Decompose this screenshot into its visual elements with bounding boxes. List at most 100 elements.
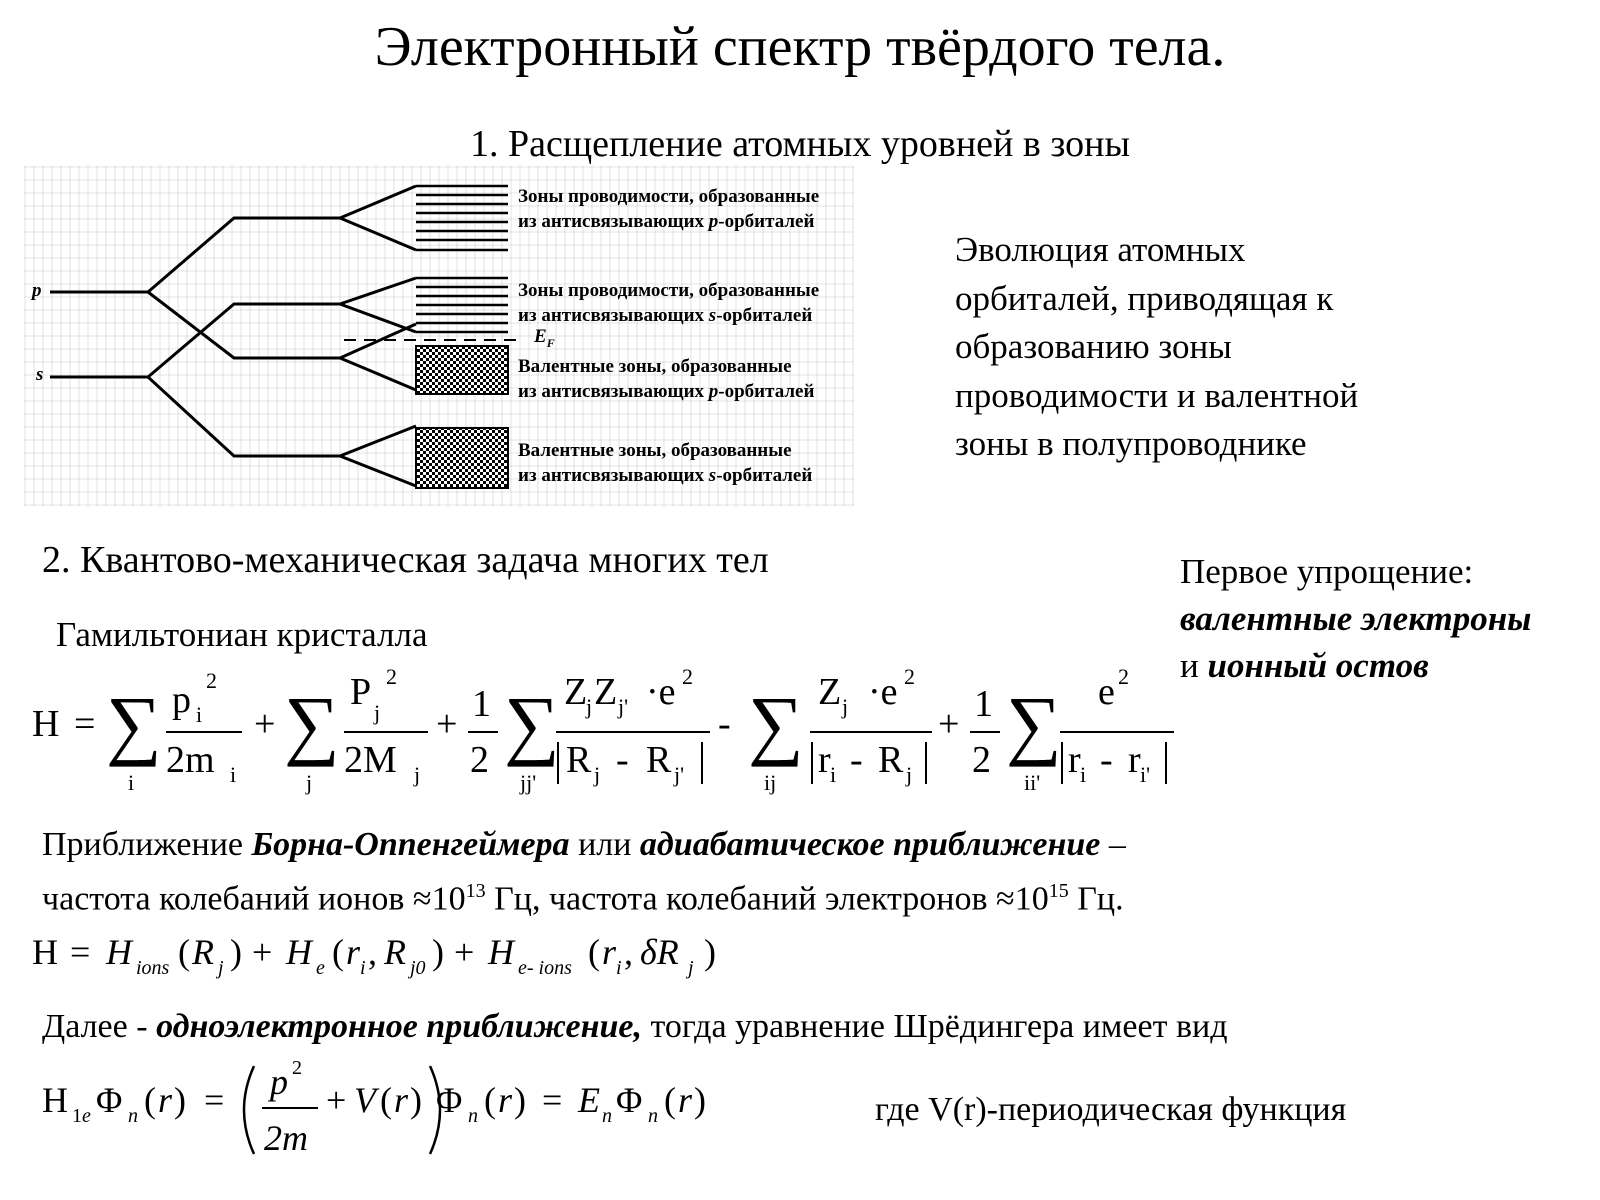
svg-text:=: = (542, 1080, 562, 1120)
svg-text:i: i (616, 957, 622, 979)
frequency-text: частота колебаний ионов ≈1013 Гц, частот… (42, 880, 1124, 918)
svg-text:n: n (468, 1105, 478, 1127)
evolution-text: Эволюция атомных орбиталей, приводящая к… (955, 230, 1359, 463)
svg-text:2: 2 (292, 1057, 302, 1079)
svg-text:=: = (74, 703, 95, 745)
svg-text:r: r (394, 1080, 409, 1120)
svg-text:1: 1 (72, 1105, 82, 1127)
svg-text:V: V (354, 1080, 380, 1120)
svg-text:): ) (704, 932, 716, 972)
svg-text:P: P (350, 671, 371, 713)
svg-text:E: E (577, 1080, 600, 1120)
simplification-note: Первое упрощение: валентные электроны и … (1180, 552, 1532, 685)
born-oppenheimer-text: Приближение Борна-Оппенгеймера или адиаб… (42, 826, 1126, 863)
svg-text:H: H (285, 932, 314, 972)
svg-text:j: j (905, 762, 912, 787)
svg-text:∑: ∑ (284, 680, 340, 767)
svg-text:r: r (498, 1080, 513, 1120)
band-label-1: Зоны проводимости, образованные из антис… (518, 186, 820, 232)
periodic-function-note: где V(r)-периодическая функция (875, 1091, 1347, 1128)
svg-text:Φ: Φ (616, 1080, 642, 1120)
svg-text:j: j (373, 700, 380, 725)
svg-text:2m: 2m (264, 1118, 308, 1158)
band-label-3: Валентные зоны, образованные из антисвяз… (518, 356, 815, 402)
svg-text:=: = (204, 1080, 224, 1120)
svg-text:j: j (841, 694, 848, 719)
svg-text:n: n (648, 1105, 658, 1127)
one-electron-text: Далее - одноэлектронное приближение, тог… (42, 1008, 1228, 1045)
svg-text:+: + (326, 1080, 346, 1120)
band-splitting-diagram: p s EF Зоны проводимости, образованные и… (24, 166, 880, 518)
svg-text:Φ: Φ (436, 1080, 462, 1120)
svg-text:): ) (230, 932, 242, 972)
svg-text:n: n (602, 1105, 612, 1127)
svg-text:+: + (938, 703, 959, 745)
svg-text:r: r (602, 932, 617, 972)
svg-text:·e: ·e (868, 671, 898, 713)
svg-text:j: j (215, 957, 224, 979)
svg-text:H: H (32, 932, 58, 972)
svg-text:(: ( (380, 1080, 392, 1120)
svg-text:): ) (174, 1080, 186, 1120)
svg-text:-: - (718, 703, 731, 745)
svg-text:): ) (410, 1080, 422, 1120)
svg-text:j0: j0 (407, 957, 426, 979)
svg-text:e- ions: e- ions (518, 957, 572, 979)
svg-text:i: i (230, 762, 236, 787)
svg-text:1: 1 (974, 683, 993, 725)
svg-text:j: j (685, 957, 694, 979)
svg-text:+: + (454, 932, 474, 972)
svg-text:i: i (196, 702, 202, 727)
svg-text:ii': ii' (1024, 770, 1040, 795)
svg-text:R: R (566, 739, 592, 781)
svg-text:r: r (158, 1080, 173, 1120)
svg-text:H: H (487, 932, 516, 972)
svg-text:2: 2 (470, 739, 489, 781)
svg-text:δR: δR (640, 932, 679, 972)
svg-text:(: ( (178, 932, 190, 972)
svg-text:r: r (1068, 739, 1081, 781)
svg-text:Z: Z (818, 671, 841, 713)
svg-text:∑: ∑ (504, 680, 560, 767)
svg-text:e: e (316, 957, 325, 979)
diagram-svg (50, 184, 524, 489)
svg-text:-: - (1100, 739, 1113, 781)
svg-text:j: j (585, 694, 592, 719)
svg-text:R: R (646, 739, 672, 781)
svg-text:R: R (383, 932, 406, 972)
level-s-label: s (36, 364, 44, 385)
svg-text:j: j (413, 762, 420, 787)
svg-text:H: H (105, 932, 134, 972)
svg-text:·e: ·e (646, 671, 676, 713)
svg-text:i: i (1080, 762, 1086, 787)
hamiltonian-label: Гамильтониан кристалла (56, 615, 428, 654)
svg-text:j': j' (673, 762, 684, 787)
svg-text:-: - (616, 739, 629, 781)
svg-text:2: 2 (972, 739, 991, 781)
svg-text:Φ: Φ (96, 1080, 122, 1120)
svg-text:j: j (593, 762, 600, 787)
svg-text:e: e (1098, 671, 1115, 713)
svg-text:+: + (252, 932, 272, 972)
svg-text:2: 2 (386, 664, 397, 689)
level-p-label: p (32, 280, 42, 301)
svg-text:r: r (1128, 739, 1141, 781)
svg-text:r: r (346, 932, 361, 972)
svg-text:(: ( (664, 1080, 676, 1120)
svg-text:1: 1 (472, 683, 491, 725)
svg-text:∑: ∑ (748, 680, 804, 767)
svg-text:r: r (818, 739, 831, 781)
svg-text:H: H (42, 1080, 68, 1120)
svg-text:ij: ij (764, 770, 776, 795)
svg-text:): ) (432, 932, 444, 972)
svg-text:-: - (850, 739, 863, 781)
svg-text:): ) (694, 1080, 706, 1120)
svg-text:(: ( (144, 1080, 156, 1120)
svg-text:R: R (191, 932, 214, 972)
svg-text:=: = (70, 932, 90, 972)
fermi-label: EF (534, 326, 555, 350)
svg-text:j: j (305, 770, 312, 795)
svg-text:R: R (878, 739, 904, 781)
